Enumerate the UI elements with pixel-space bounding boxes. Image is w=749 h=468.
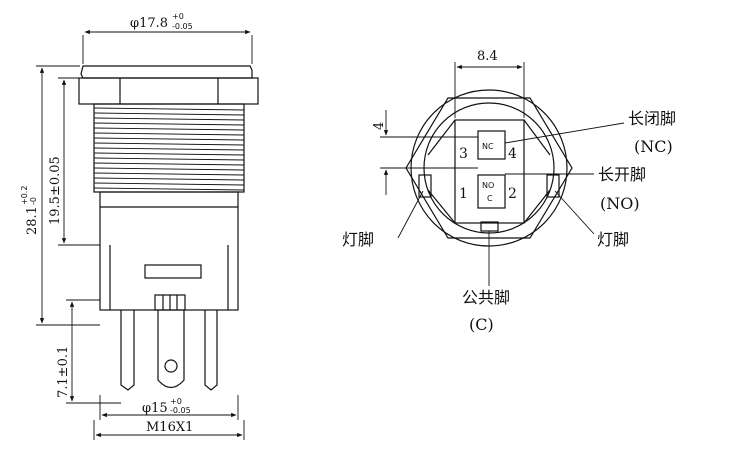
thread-line <box>93 167 245 171</box>
dim-total-tol-upper: +0.2 <box>20 186 29 205</box>
dim-total-tol-lower: -0 <box>29 197 38 205</box>
bottom-dimension-lines <box>380 62 625 286</box>
label-nc-cn: 长闭脚 <box>628 109 676 128</box>
label-no-cn: 长开脚 <box>598 165 646 184</box>
thread-line <box>93 187 245 191</box>
side-dimension-lines <box>36 29 253 440</box>
thread-line <box>93 182 245 186</box>
thread-line <box>93 157 245 161</box>
thread-line <box>93 147 245 151</box>
label-common-en: (C) <box>469 315 494 334</box>
thread-line <box>93 117 245 121</box>
label-lamp-left: 灯脚 <box>342 230 374 249</box>
dim-total-height: 28.1 <box>25 206 40 235</box>
dim-head-tol-upper: +0 <box>172 12 184 21</box>
pin-3-number: 3 <box>459 146 468 162</box>
thread-line <box>93 122 245 126</box>
dim-body-tol-upper: +0 <box>170 397 182 406</box>
nc-tag: NC <box>482 142 494 151</box>
dim-body-tol-lower: -0.05 <box>170 406 191 415</box>
dim-thread-spec: M16X1 <box>146 420 193 435</box>
thread-line <box>93 137 245 141</box>
dim-head-diameter: φ17.8 <box>130 16 168 31</box>
label-common-cn: 公共脚 <box>462 288 510 307</box>
no-tag: NO <box>482 181 494 190</box>
pin-1-number: 1 <box>459 186 468 202</box>
hex-nut <box>78 77 259 105</box>
thread-line <box>93 132 245 136</box>
thread-line <box>93 162 245 166</box>
pin-left <box>120 310 135 391</box>
label-no-en: (NO) <box>600 194 640 213</box>
dim-body-diameter: φ15 <box>142 401 168 416</box>
thread-lines <box>93 107 245 191</box>
dim-pin-length: 7.1±0.1 <box>56 346 71 398</box>
dim-thread-length: 19.5±0.05 <box>48 156 63 225</box>
pin-2-number: 2 <box>508 186 517 202</box>
side-view <box>78 65 259 391</box>
no-c-terminal <box>477 174 506 209</box>
pin-center <box>157 310 185 389</box>
label-lamp-right: 灯脚 <box>597 230 629 249</box>
head-flange <box>80 65 253 79</box>
switch-housing <box>99 191 239 311</box>
thread-line <box>93 172 245 176</box>
thread-line <box>93 152 245 156</box>
thread-line <box>93 142 245 146</box>
dim-pin-spacing: 4 <box>372 122 387 130</box>
thread-line <box>93 107 245 111</box>
c-tag: C <box>487 194 493 203</box>
thread-line <box>93 177 245 181</box>
label-nc-en: (NC) <box>634 137 673 156</box>
thread-line <box>93 127 245 131</box>
terminal-block <box>454 119 525 224</box>
pin-4-number: 4 <box>508 146 517 162</box>
dim-width: 8.4 <box>477 49 498 64</box>
dim-head-tol-lower: -0.05 <box>172 22 193 31</box>
pin-right <box>204 310 218 391</box>
thread-line <box>93 112 245 116</box>
nc-terminal <box>477 130 506 160</box>
